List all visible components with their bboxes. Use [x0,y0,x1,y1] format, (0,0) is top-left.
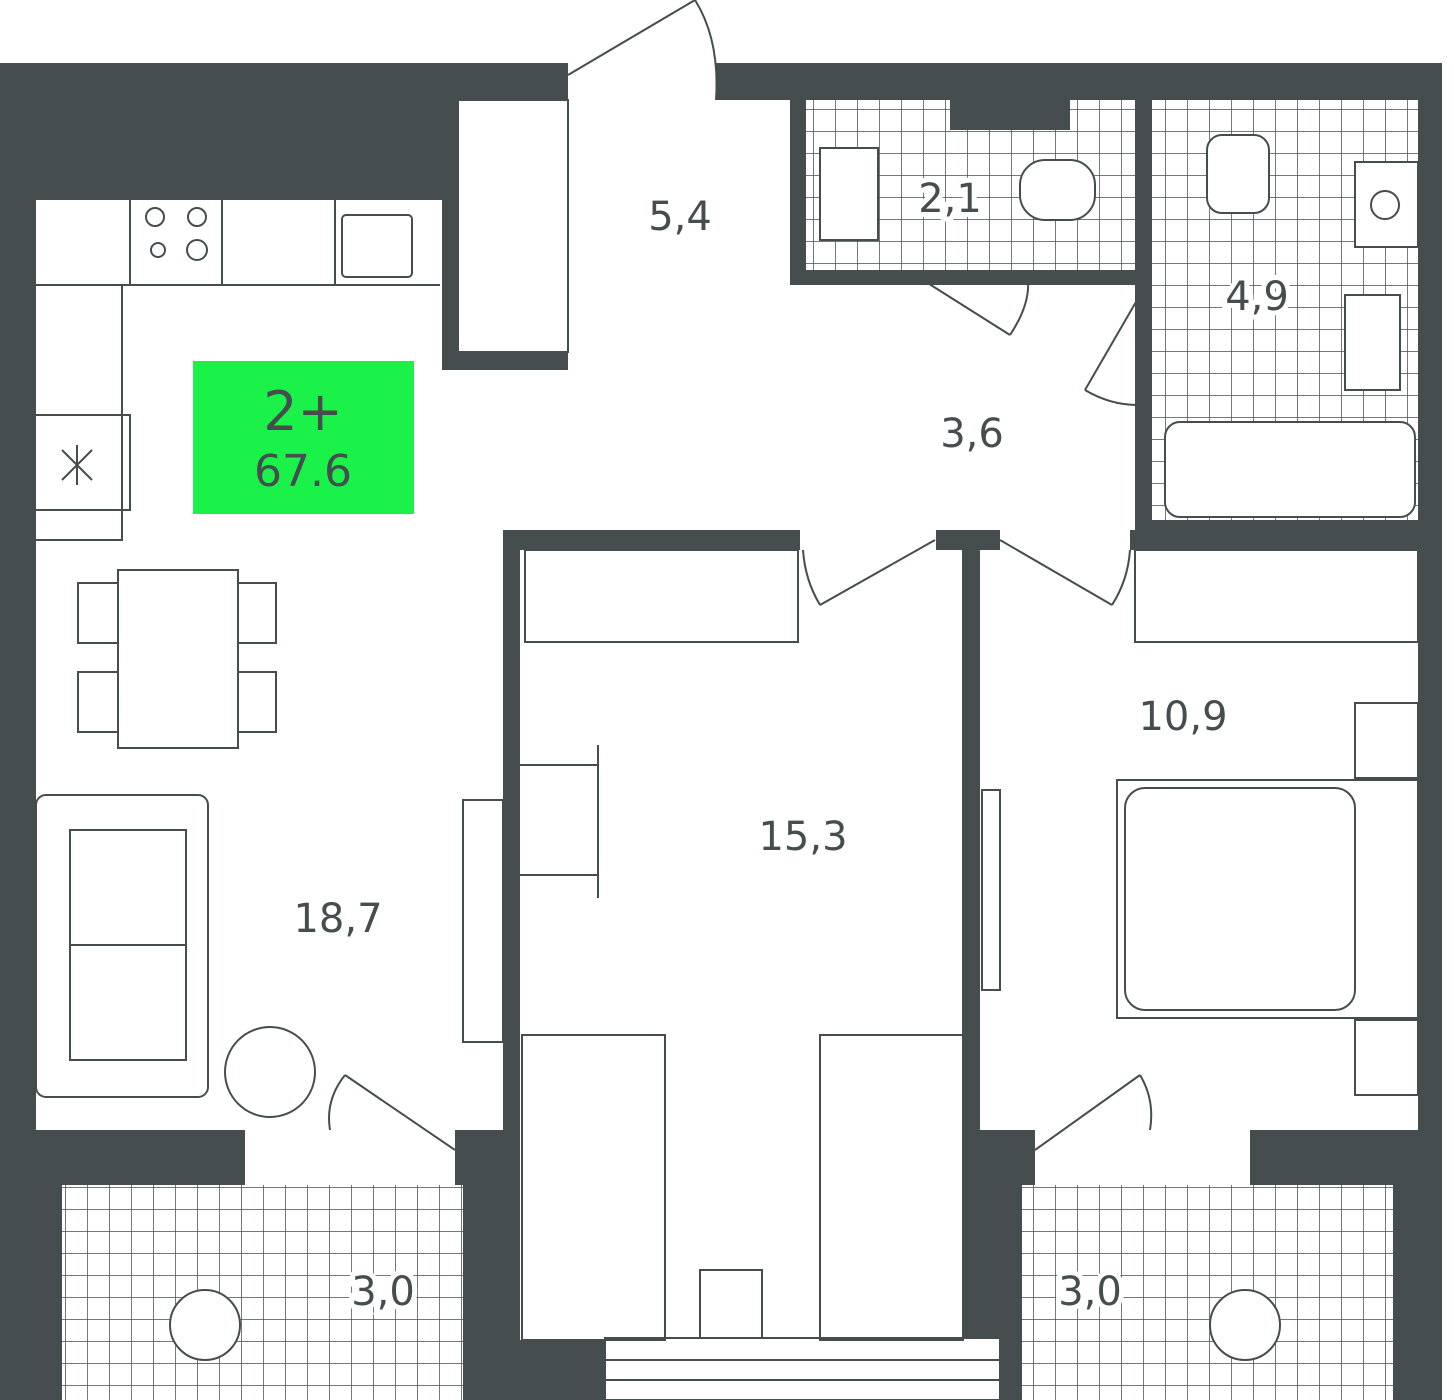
label-balcony-left: 3,0 [351,1269,415,1315]
bedroom-1 [520,528,1001,1400]
bed [1116,779,1419,1019]
toilet-icon [1019,159,1096,221]
rooms-count: 2+ [263,380,343,443]
bedroom-1-furniture [520,549,964,1341]
balcony-furniture [169,1289,1281,1361]
sink-icon [341,214,413,278]
dining-table [77,569,277,749]
fan-icon [699,1269,763,1339]
label-corridor: 3,6 [940,411,1004,457]
doors [328,0,1153,1151]
bathroom-fixtures [819,134,1419,518]
fridge-icon [61,445,93,485]
entrance-opening [568,0,716,100]
kitchen-furniture [36,200,440,541]
total-area: 67.6 [254,446,352,497]
label-wc: 2,1 [918,176,982,222]
wardrobe [457,99,569,353]
balcony-right [1022,1185,1393,1400]
apartment-badge: 2+ 67.6 [193,361,414,514]
label-bedroom-2: 10,9 [1138,694,1227,740]
label-balcony-right: 3,0 [1058,1269,1122,1315]
bedroom-2-furniture [981,549,1419,1096]
tv-unit [462,799,504,1043]
label-entrance-hall: 5,4 [648,194,712,240]
sofa [35,794,316,1118]
label-living-kitchen: 18,7 [293,896,382,942]
hallway [442,99,1135,530]
bedroom-2 [980,528,1418,1187]
label-bedroom-1: 15,3 [758,814,847,860]
bathtub-icon [1164,421,1416,518]
balcony-left [62,1185,463,1400]
stove-icon [145,207,208,261]
label-bathroom: 4,9 [1225,274,1289,320]
coffee-table [224,1026,316,1118]
living-kitchen [36,200,503,1187]
